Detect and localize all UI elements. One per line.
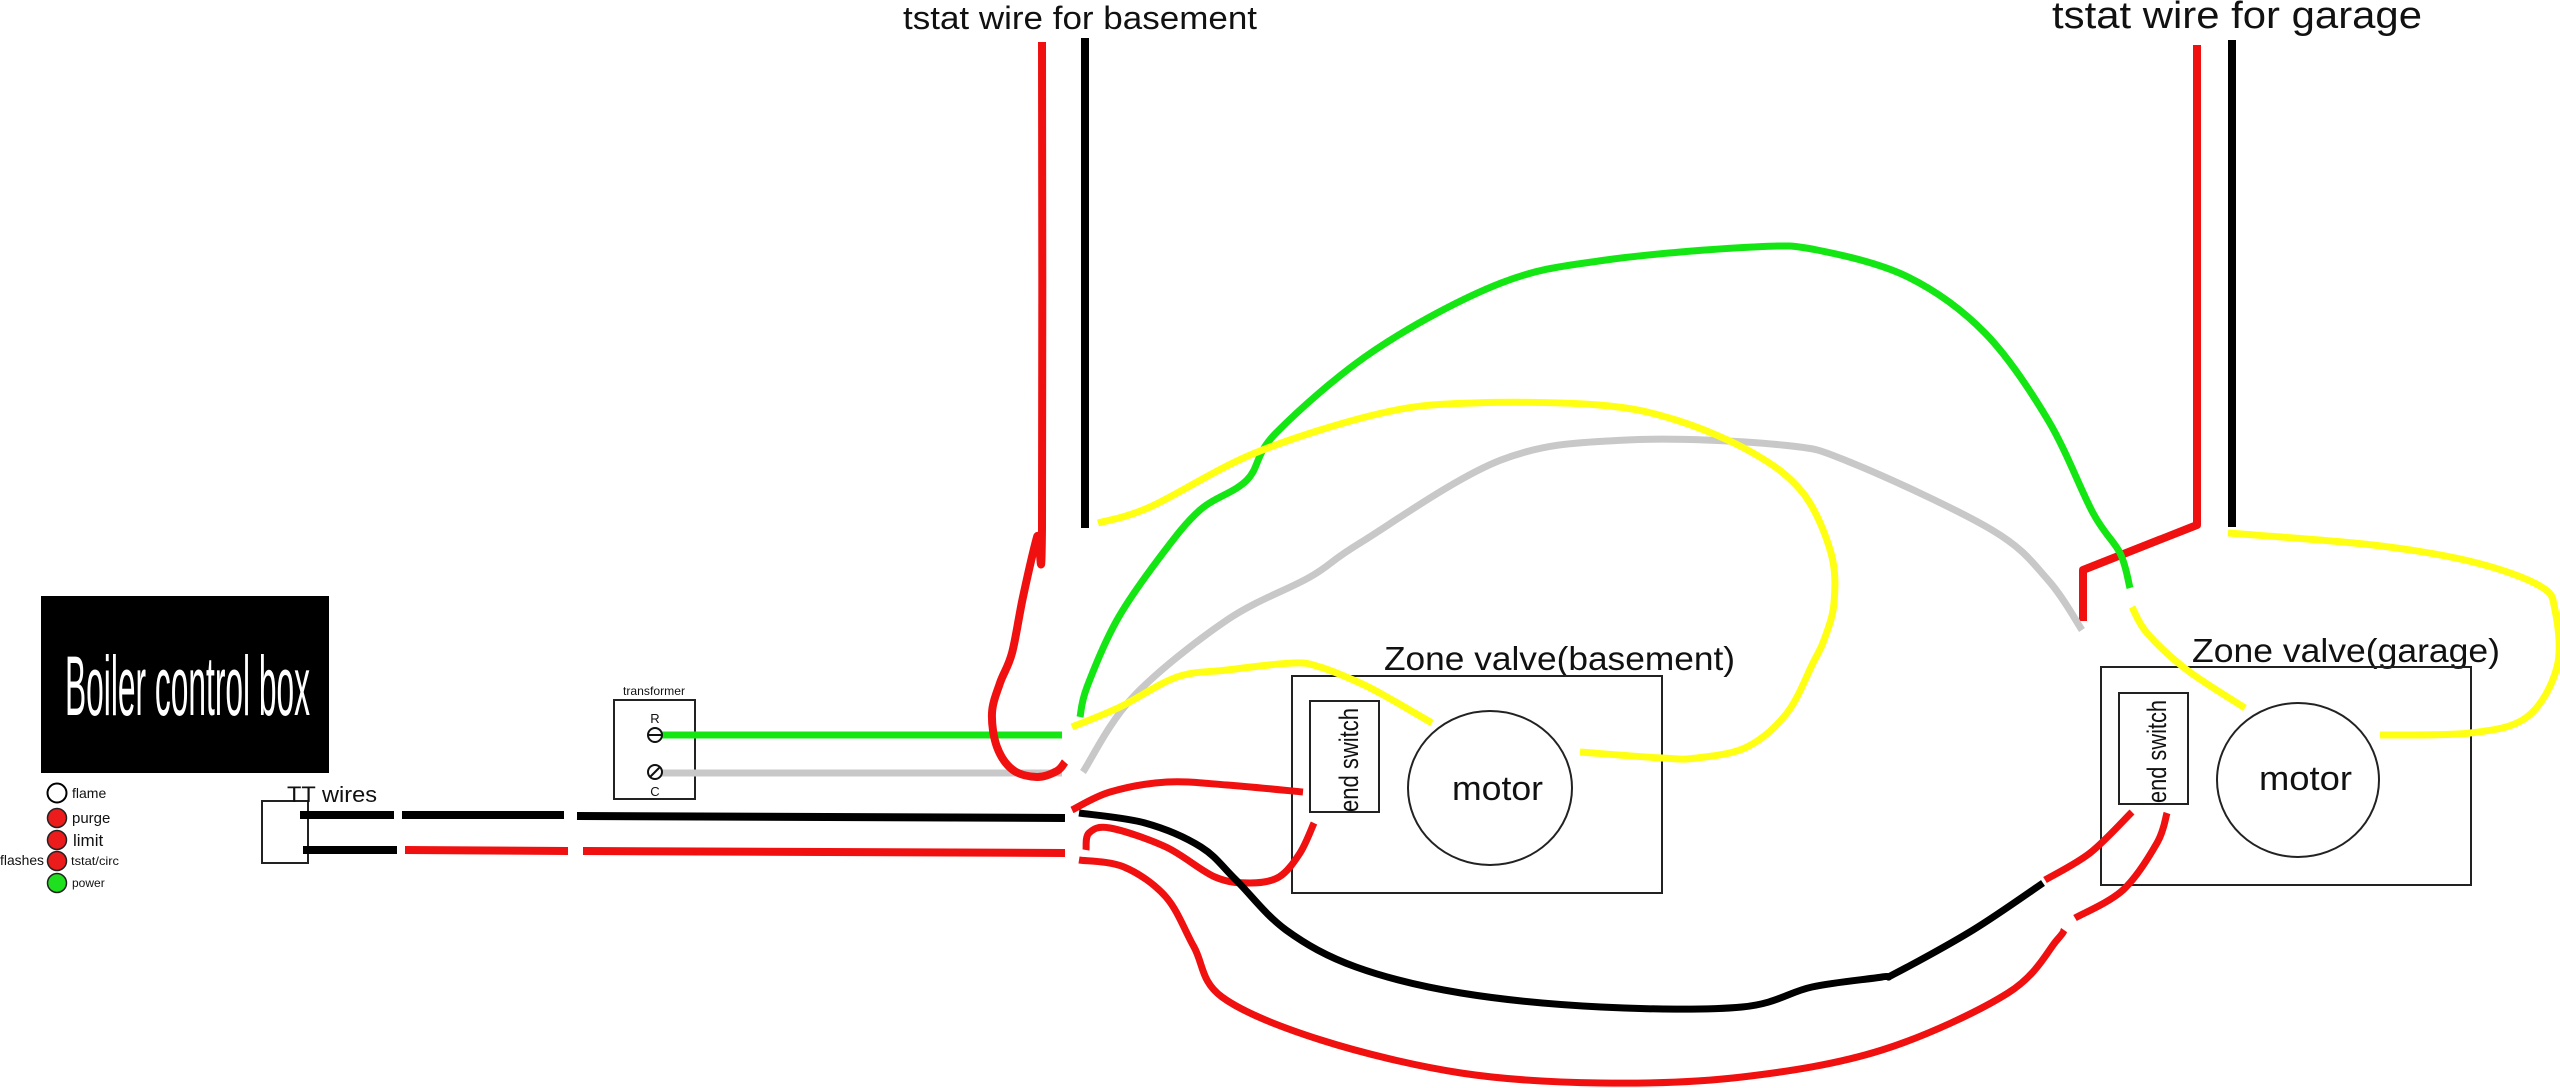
transformer: transformer R C — [613, 684, 696, 800]
transformer-box — [613, 699, 696, 800]
wire-red-tt-2 — [582, 847, 1066, 857]
screw-c-icon — [647, 764, 663, 780]
indicator-tstat-circ: flashes tstat/circ — [0, 850, 119, 872]
zone-valve-garage-box — [2100, 666, 2472, 886]
indicator-label: power — [72, 876, 105, 890]
wire-red-basement-endswitch-1 — [1070, 778, 1304, 814]
screw-r-icon — [647, 727, 663, 743]
transformer-label: transformer — [623, 684, 685, 698]
led-icon — [46, 872, 68, 894]
tt-terminal: TT wires — [261, 782, 377, 864]
label-tstat-garage: tstat wire for garage — [2052, 0, 2422, 37]
wire-black-garage-run — [1078, 809, 2045, 1013]
wire-yellow-garage-motor-return — [2227, 529, 2560, 739]
wire-black-tt-3 — [576, 812, 1066, 822]
zone-valve-basement-title: Zone valve(basement) — [1384, 640, 1735, 677]
indicator-limit: limit — [46, 829, 103, 851]
zone-valve-garage: Zone valve(garage) end switch motor — [2100, 632, 2500, 886]
led-icon — [46, 850, 68, 872]
wire-green-r-run — [1076, 242, 2134, 718]
led-icon — [46, 782, 68, 804]
indicator-power: power — [46, 872, 105, 894]
terminal-r-label: R — [650, 711, 659, 726]
motor-garage-label: motor — [2259, 760, 2352, 798]
wire-yellow-basement-motor-return — [1096, 398, 1839, 763]
indicator-label: limit — [73, 831, 103, 850]
wire-gray-common — [1080, 435, 2085, 774]
terminal-c-label: C — [650, 784, 659, 799]
end-switch-basement — [1309, 700, 1380, 813]
label-tstat-basement: tstat wire for basement — [903, 0, 1257, 36]
indicator-label: tstat/circ — [71, 854, 119, 868]
boiler-control-box: Boiler control box — [41, 596, 329, 773]
end-switch-garage — [2118, 692, 2189, 805]
end-switch-basement-label: end switch — [1334, 708, 1364, 812]
wire-red-basement-endswitch-2 — [1082, 821, 1318, 887]
indicator-purge: purge — [46, 807, 110, 829]
wire-red-tstat-basement — [987, 41, 1069, 781]
wire-red-tstat-garage — [2079, 45, 2201, 621]
motor-basement-label: motor — [1452, 770, 1543, 808]
wire-yellow-basement-motor-feed — [1070, 659, 1434, 731]
zone-valve-garage-title: Zone valve(garage) — [2192, 632, 2500, 669]
motor-garage — [2216, 702, 2380, 858]
wire-yellow-garage-motor-feed — [2128, 605, 2247, 711]
wire-red-tt-1 — [404, 846, 569, 855]
indicator-flame: flame — [46, 782, 106, 804]
tt-wire-run — [300, 811, 1066, 857]
tt-terminal-box — [261, 800, 309, 864]
motor-basement — [1407, 710, 1573, 866]
wire-red-garage-bottom-run — [1078, 856, 2068, 1087]
flashes-note: flashes — [0, 852, 44, 868]
indicator-label: flame — [72, 785, 106, 801]
zone-valve-basement: Zone valve(basement) end switch motor — [1291, 640, 1735, 894]
wire-red-garage-endswitch-1 — [2043, 809, 2135, 884]
indicator-label: purge — [72, 810, 110, 827]
boiler-box-title: Boiler control box — [65, 639, 310, 733]
boiler-box-panel — [41, 596, 329, 773]
end-switch-garage-label: end switch — [2142, 700, 2172, 803]
tt-wires-label: TT wires — [287, 782, 377, 807]
led-icon — [46, 829, 68, 851]
led-icon — [46, 807, 68, 829]
indicator-list: flame purge limit flashes tstat/circ pow… — [0, 782, 119, 894]
zone-valve-basement-box — [1291, 675, 1663, 894]
wire-red-garage-endswitch-2 — [2073, 811, 2171, 922]
